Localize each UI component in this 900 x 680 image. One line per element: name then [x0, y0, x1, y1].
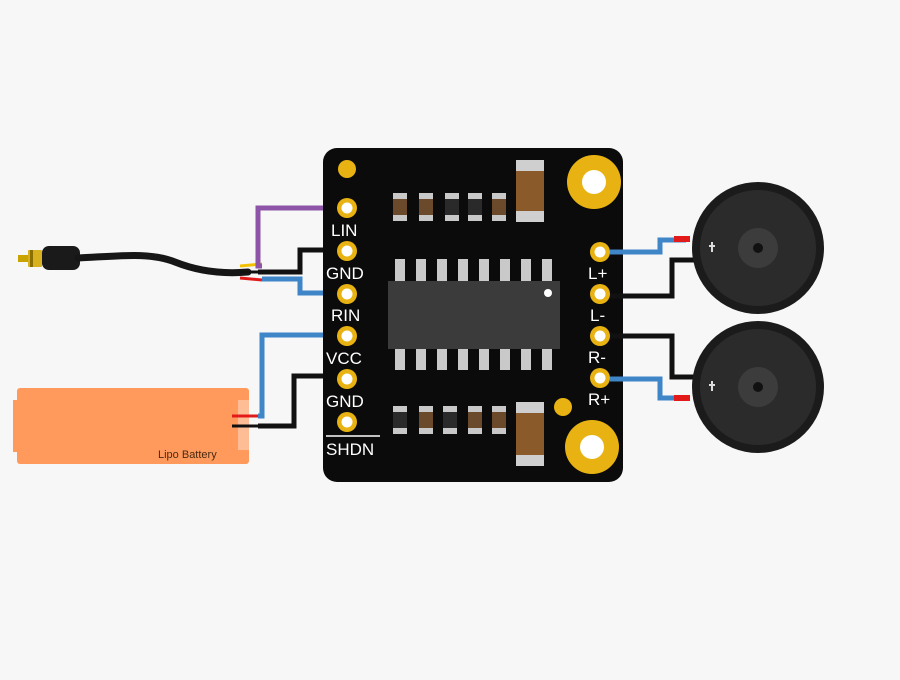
- ic-pin: [500, 346, 510, 370]
- ic-pin: [521, 346, 531, 370]
- pin-label-rplus: R+: [588, 390, 610, 409]
- speaker-left-terminal: [709, 242, 715, 252]
- smd-cap-5-body: [492, 199, 506, 215]
- smd-row-bottom: [393, 402, 544, 466]
- pin-gnd-hole: [341, 245, 353, 257]
- wire-lplus-blue: [610, 237, 686, 255]
- pin-rplus-hole: [594, 372, 606, 384]
- pin-shdn-hole: [341, 416, 353, 428]
- ic-pin: [479, 346, 489, 370]
- pin-gnd2-hole: [341, 373, 353, 385]
- pin-label-vcc: VCC: [326, 349, 362, 368]
- left-pin-header: LIN GND RIN VCC GND SHDN: [326, 198, 380, 459]
- pin-label-lminus: L-: [590, 306, 605, 325]
- smd-b-5-body: [492, 412, 506, 428]
- wire-lminus-black: [610, 257, 694, 299]
- pin-label-gnd2: GND: [326, 392, 364, 411]
- jack-ring: [30, 250, 33, 267]
- wire-rplus-blue: [610, 376, 686, 401]
- jack-cable: [74, 252, 252, 277]
- mount-hole-top-inner: [582, 170, 606, 194]
- wire-rminus-black: [610, 333, 694, 380]
- smd-b-4-body: [468, 412, 482, 428]
- battery-body: [17, 388, 249, 464]
- right-pin-header: L+ L- R- R+: [588, 242, 610, 409]
- speaker-icon: [692, 321, 824, 453]
- pad-small-right: [554, 398, 572, 416]
- wire-gnd-black: [258, 247, 336, 275]
- amplifier-board: LIN GND RIN VCC GND SHDN L+ L- R- R+: [323, 148, 623, 482]
- wire-lin-purple: [255, 205, 336, 269]
- smd-res-3-body: [445, 199, 459, 215]
- smd-b-1-body: [393, 412, 407, 428]
- pad-small-top: [338, 160, 356, 178]
- pin-rin-hole: [341, 288, 353, 300]
- ic-pin: [458, 259, 468, 283]
- wire-vcc-blue: [258, 332, 336, 419]
- wire-gnd2-black: [258, 373, 336, 429]
- speaker-right-center: [753, 382, 763, 392]
- pin-label-rminus: R-: [588, 348, 606, 367]
- wire-rin-blue: [262, 276, 336, 296]
- battery-label: Lipo Battery: [158, 449, 217, 461]
- ic-pin: [395, 346, 405, 370]
- pin-label-lin: LIN: [331, 221, 357, 240]
- ic-pin: [416, 259, 426, 283]
- smd-tant-top-body: [516, 171, 544, 211]
- lead-red-right-spk: [674, 395, 690, 401]
- ic-pin: [500, 259, 510, 283]
- jack-tip: [18, 255, 28, 262]
- smd-b-3-body: [443, 412, 457, 428]
- ic-body: [388, 281, 560, 349]
- smd-res-4-body: [468, 199, 482, 215]
- audio-jack-icon: [18, 246, 263, 282]
- jack-wire-red: [239, 276, 263, 282]
- ic-pin: [542, 346, 552, 370]
- pin-label-gnd: GND: [326, 264, 364, 283]
- speaker-icon: [692, 182, 824, 314]
- smd-tant-bottom-body: [516, 413, 544, 455]
- pin-vcc-hole: [341, 330, 353, 342]
- ic-pin: [437, 259, 447, 283]
- smd-b-2-body: [419, 412, 433, 428]
- ic-pin: [479, 259, 489, 283]
- jack-body: [42, 246, 80, 270]
- ic-pin: [416, 346, 426, 370]
- pin-lin-hole: [341, 202, 353, 214]
- smd-row-top: [393, 160, 544, 222]
- smd-cap-1-body: [393, 199, 407, 215]
- smd-cap-2-body: [419, 199, 433, 215]
- ic-pin: [437, 346, 447, 370]
- pin-lminus-hole: [594, 288, 606, 300]
- mount-hole-bottom-inner: [580, 435, 604, 459]
- speaker-right-terminal: [709, 381, 715, 391]
- pin-lplus-hole: [594, 246, 606, 258]
- battery-icon: Lipo Battery: [13, 388, 258, 464]
- battery-left-cap: [13, 400, 21, 452]
- pin-rminus-hole: [594, 330, 606, 342]
- ic-pin1-dot: [544, 289, 552, 297]
- pin-label-rin: RIN: [331, 306, 360, 325]
- speaker-left-center: [753, 243, 763, 253]
- ic-pins-top: [395, 259, 552, 283]
- lead-red-left-spk: [674, 236, 690, 242]
- ic-pin: [458, 346, 468, 370]
- amplifier-chip-icon: [388, 259, 560, 370]
- pin-label-shdn: SHDN: [326, 440, 374, 459]
- pin-label-lplus: L+: [588, 264, 607, 283]
- ic-pins-bottom: [395, 346, 552, 370]
- ic-pin: [542, 259, 552, 283]
- ic-pin: [521, 259, 531, 283]
- ic-pin: [395, 259, 405, 283]
